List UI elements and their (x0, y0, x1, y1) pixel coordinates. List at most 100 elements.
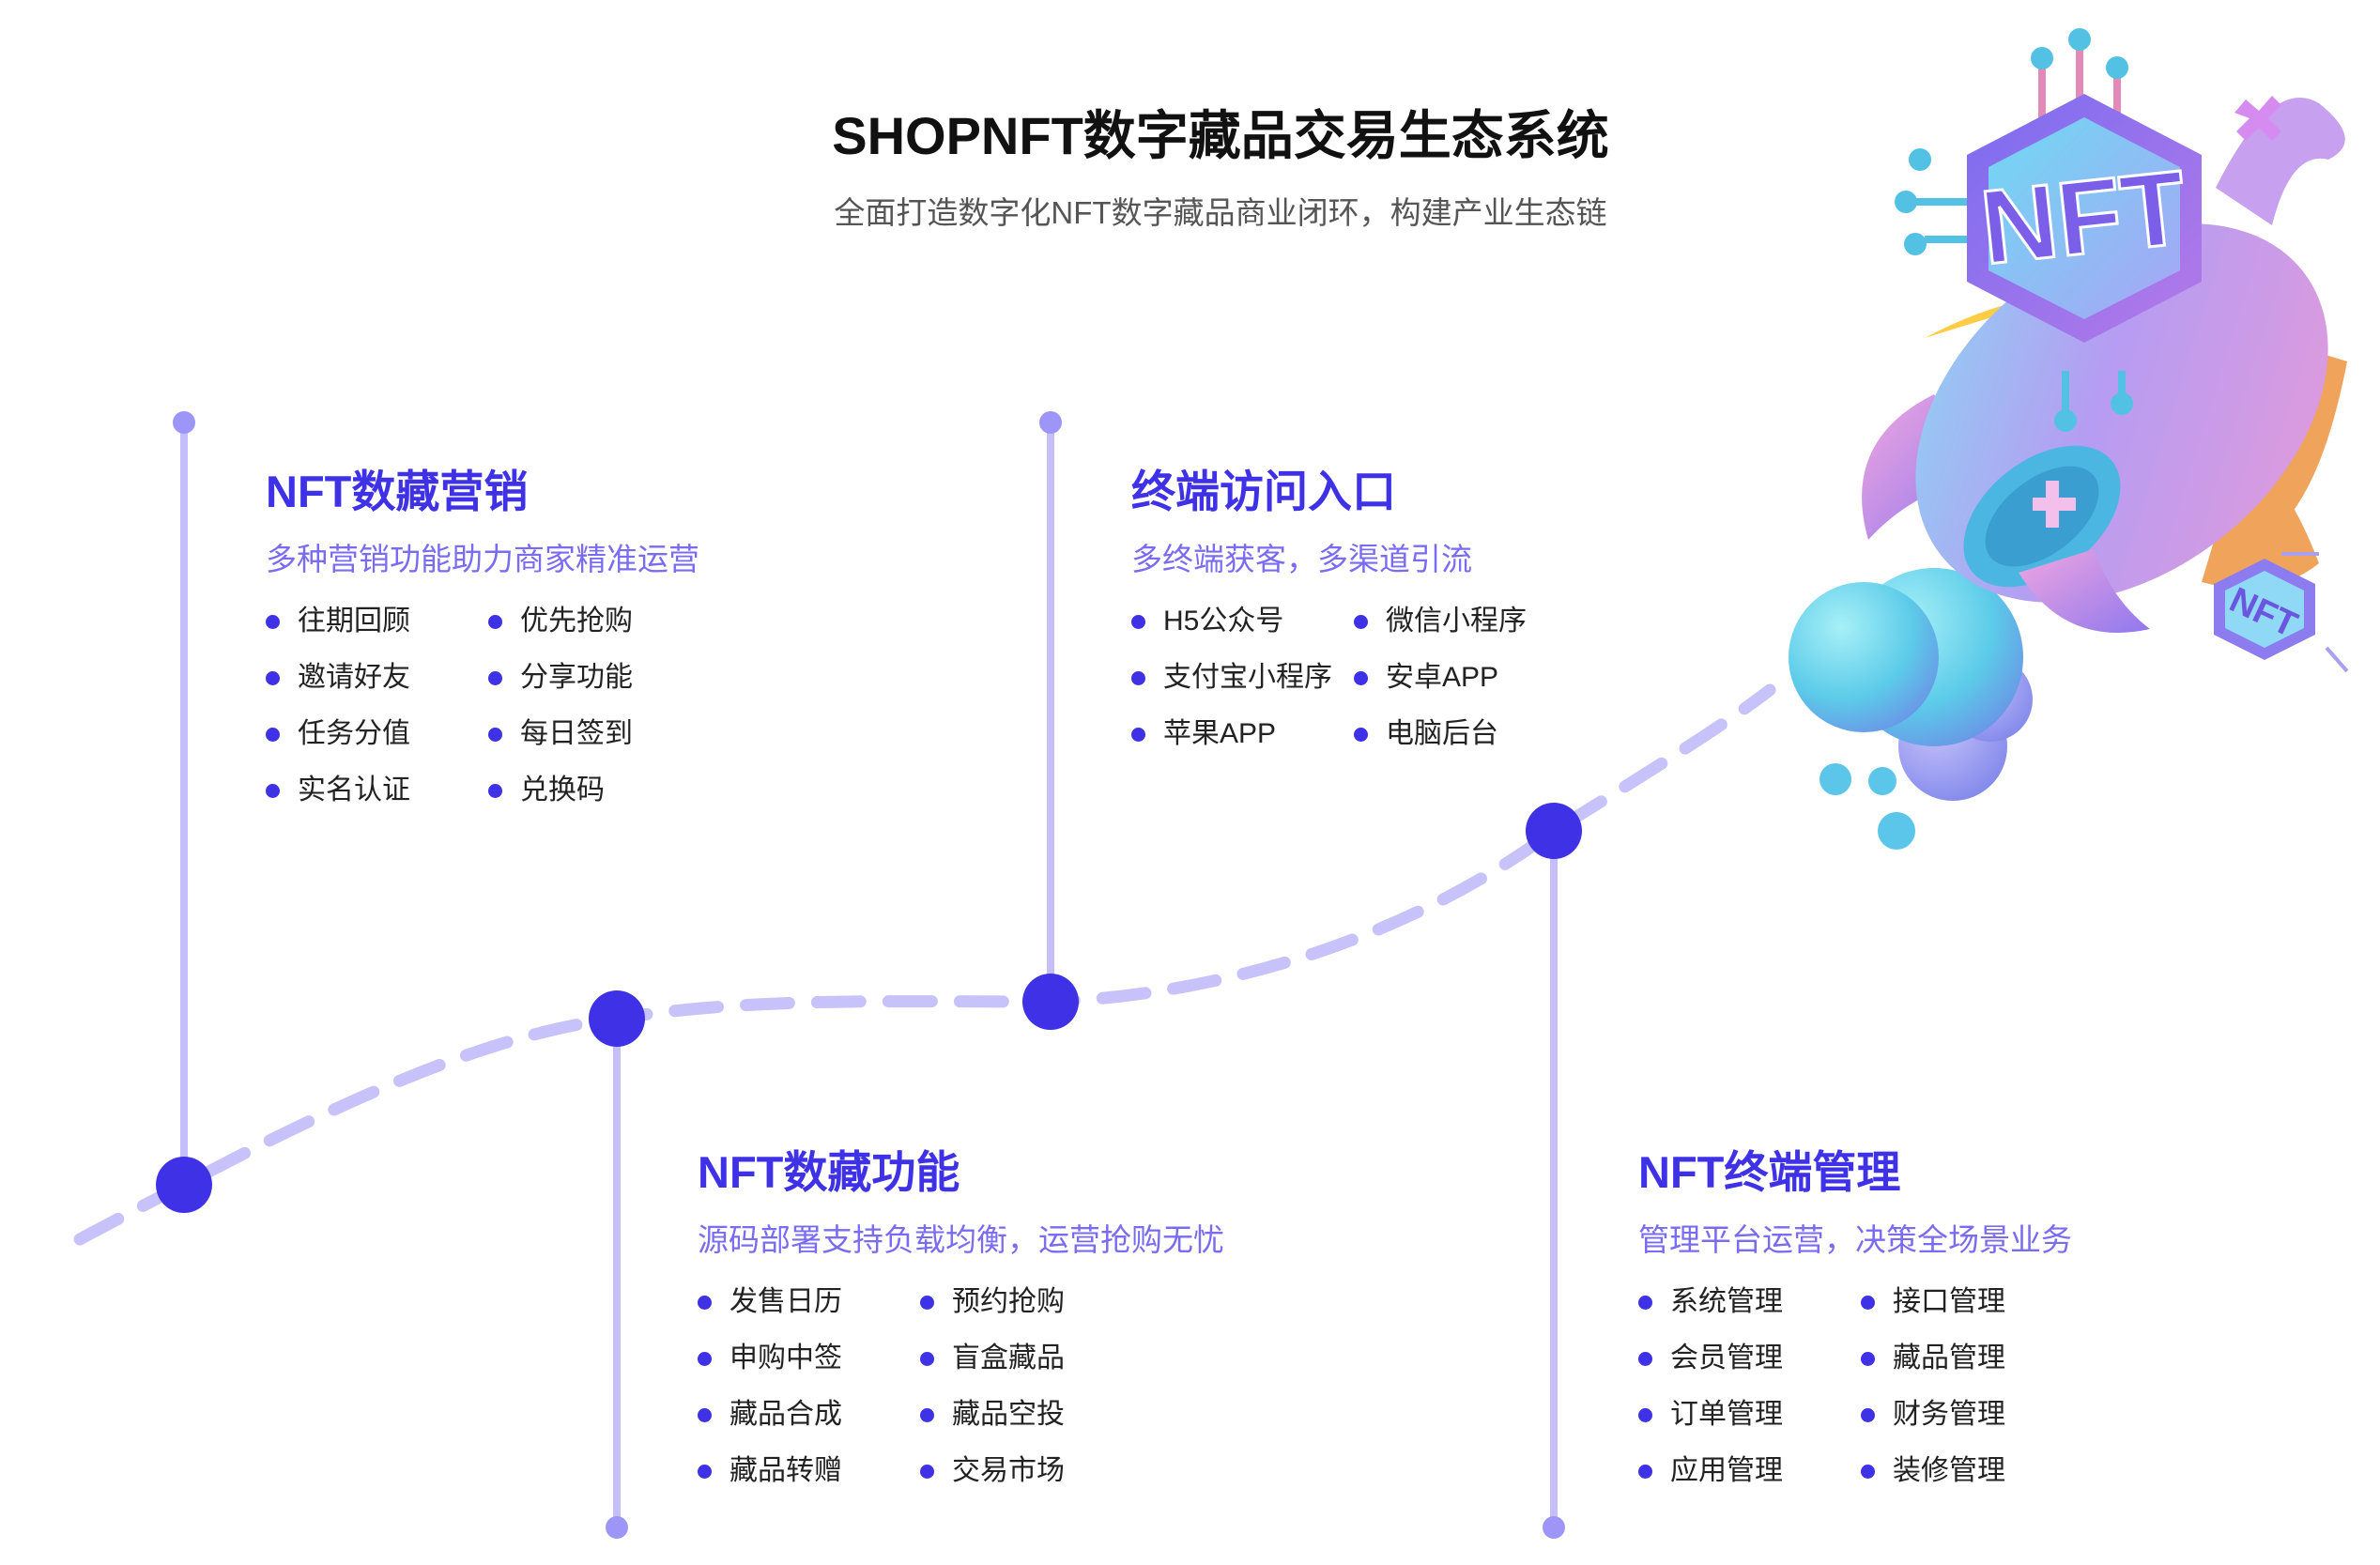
feature-label: 预约抢购 (952, 1286, 1065, 1317)
feature-item: 任务分值 (266, 713, 488, 755)
bullet-dot-icon (488, 614, 502, 629)
feature-item: 实名认证 (266, 770, 488, 811)
feature-label: 财务管理 (1893, 1399, 2005, 1430)
bullet-dot-icon (266, 614, 280, 629)
small-nft-badge-icon: NFT (2214, 552, 2349, 673)
feature-label: 藏品转赠 (729, 1455, 842, 1486)
feature-item: 邀请好友 (266, 657, 488, 698)
feature-item: 安卓APP (1354, 657, 1576, 698)
bullet-dot-icon (1638, 1464, 1652, 1479)
feature-item: 盲盒藏品 (920, 1338, 1143, 1379)
connector-end-dot (173, 411, 195, 434)
feature-item: 预约抢购 (920, 1281, 1143, 1323)
feature-label: 任务分值 (298, 718, 410, 749)
connector-end-dot (606, 1516, 628, 1539)
feature-item: 往期回顾 (266, 601, 488, 642)
section-title: NFT数藏功能 (698, 1147, 960, 1197)
feature-item: 装修管理 (1861, 1450, 2083, 1492)
feature-label: 实名认证 (298, 775, 410, 806)
milestone-node (1022, 974, 1079, 1030)
page-subtitle: 全面打造数字化NFT数字藏品商业闭环，构建产业生态链 (834, 195, 1607, 230)
milestone-node (589, 990, 645, 1047)
rocket-icon: NFT (1789, 28, 2347, 850)
feature-item: 藏品转赠 (698, 1450, 920, 1492)
feature-item: 应用管理 (1638, 1450, 1861, 1492)
feature-label: 往期回顾 (298, 606, 410, 637)
connector-end-dot (1543, 1516, 1565, 1539)
feature-label: H5公众号 (1163, 606, 1284, 637)
feature-label: 申购中签 (729, 1343, 842, 1373)
feature-label: 交易市场 (952, 1455, 1065, 1486)
bullet-dot-icon (1354, 727, 1368, 742)
section-description: 多种营销功能助力商家精准运营 (266, 542, 699, 576)
feature-item: 藏品空投 (920, 1394, 1143, 1435)
bullet-dot-icon (920, 1295, 934, 1310)
bullet-dot-icon (1638, 1295, 1652, 1310)
feature-label: 兑换码 (520, 775, 605, 806)
page-title: SHOPNFT数字藏品交易生态系统 (832, 106, 1609, 165)
feature-label: 藏品管理 (1893, 1343, 2005, 1373)
bullet-dot-icon (266, 727, 280, 742)
section-description: 管理平台运营，决策全场景业务 (1638, 1222, 2072, 1257)
bullet-dot-icon (1638, 1407, 1652, 1422)
bullet-dot-icon (266, 670, 280, 685)
feature-label: 系统管理 (1670, 1286, 1783, 1317)
feature-label: 电脑后台 (1386, 718, 1498, 749)
feature-label: 安卓APP (1386, 662, 1499, 693)
section-description: 源码部署支持负载均衡，运营抢购无忧 (698, 1222, 1224, 1257)
milestone-node (1526, 803, 1582, 859)
bullet-dot-icon (1131, 614, 1145, 629)
feature-label: 优先抢购 (520, 606, 633, 637)
bullet-dot-icon (488, 727, 502, 742)
section-title: NFT终端管理 (1638, 1147, 1901, 1197)
section-features: NFT数藏功能源码部署支持负载均衡，运营抢购无忧发售日历 预约抢购申购中签 盲盒藏品… (698, 1144, 1467, 1492)
feature-label: 微信小程序 (1386, 606, 1527, 637)
feature-label: 盲盒藏品 (952, 1343, 1065, 1373)
bullet-dot-icon (1354, 614, 1368, 629)
bullet-dot-icon (488, 783, 502, 798)
feature-item: 支付宝小程序 (1131, 657, 1354, 698)
bullet-dot-icon (1861, 1351, 1875, 1366)
bullet-dot-icon (920, 1407, 934, 1422)
bullet-dot-icon (920, 1351, 934, 1366)
feature-list: H5公众号 微信小程序支付宝小程序 安卓APP 苹果APP 电脑后台 (1131, 601, 1901, 755)
bullet-dot-icon (1861, 1407, 1875, 1422)
feature-item: 交易市场 (920, 1450, 1143, 1492)
bullet-dot-icon (1638, 1351, 1652, 1366)
section-title: 终端访问入口 (1131, 467, 1396, 516)
feature-item: 优先抢购 (488, 601, 711, 642)
bullet-dot-icon (920, 1464, 934, 1479)
feature-list: 发售日历预约抢购申购中签盲盒藏品藏品合成藏品空投藏品转赠交易市场 (698, 1281, 1467, 1492)
bullet-dot-icon (488, 670, 502, 685)
feature-item: 申购中签 (698, 1338, 920, 1379)
feature-label: 苹果APP (1163, 718, 1277, 749)
growth-curve (73, 683, 1776, 1246)
feature-label: 会员管理 (1670, 1343, 1783, 1373)
feature-label: 发售日历 (729, 1286, 842, 1317)
bullet-dot-icon (698, 1464, 712, 1479)
feature-list: 往期回顾优先抢购邀请好友分享功能任务分值每日签到实名认证兑换码 (266, 601, 1036, 811)
feature-item: 苹果APP (1131, 713, 1354, 755)
feature-label: 藏品空投 (952, 1399, 1065, 1430)
bullet-dot-icon (1131, 670, 1145, 685)
feature-label: 每日签到 (520, 718, 633, 749)
feature-item: 订单管理 (1638, 1394, 1861, 1435)
feature-item: H5公众号 (1131, 601, 1354, 642)
feature-label: 邀请好友 (298, 662, 410, 693)
feature-item: 电脑后台 (1354, 713, 1576, 755)
bullet-dot-icon (266, 783, 280, 798)
feature-label: 接口管理 (1893, 1286, 2005, 1317)
feature-label: 支付宝小程序 (1163, 662, 1332, 693)
feature-item: 会员管理 (1638, 1338, 1861, 1379)
connector-end-dot (1039, 411, 1062, 434)
feature-item: 系统管理 (1638, 1281, 1861, 1323)
bullet-dot-icon (698, 1407, 712, 1422)
feature-item: 接口管理 (1861, 1281, 2083, 1323)
feature-item: 发售日历 (698, 1281, 920, 1323)
milestone-node (156, 1157, 212, 1213)
section-marketing: NFT数藏营销多种营销功能助力商家精准运营往期回顾优先抢购邀请好友分享功能任务分… (266, 464, 1036, 811)
feature-item: 藏品管理 (1861, 1338, 2083, 1379)
